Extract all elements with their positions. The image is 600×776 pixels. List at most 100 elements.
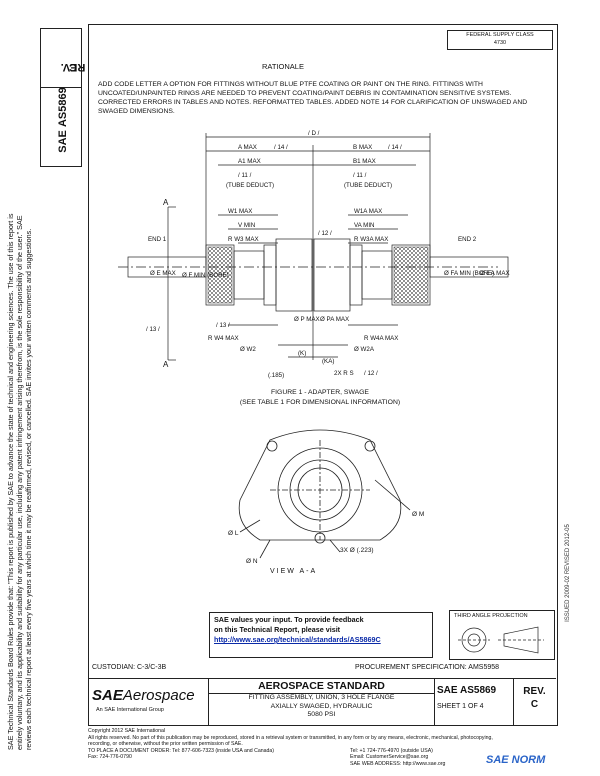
dim-b1-max: B1 MAX [353, 158, 376, 165]
dim-note-12: / 12 / [318, 230, 332, 237]
title-rev-value: C [530, 699, 539, 710]
logo-aerospace: Aerospace [122, 687, 195, 704]
end-1-label: END 1 [148, 236, 167, 243]
bolt-hole-1 [266, 440, 278, 452]
footer-contacts: Tel: +1 724-776-4970 (outside USA) Email… [350, 748, 550, 768]
feedback-line-2: on this Technical Report, please visit [214, 625, 341, 634]
dim-ea-max: Ø EA MAX [480, 270, 510, 277]
title-sae-mark: SAE [437, 685, 458, 696]
dim-r-w3-max: R W3 MAX [228, 236, 259, 243]
end-2-label: END 2 [458, 236, 477, 243]
rights-notice: All rights reserved. No part of this pub… [88, 734, 493, 741]
dim-a1-max: A1 MAX [238, 158, 261, 165]
third-angle-label: THIRD ANGLE PROJECTION [454, 613, 528, 619]
dim-note-11-right: / 11 / [353, 172, 367, 179]
flange-outline [238, 429, 402, 541]
procurement-spec: PROCUREMENT SPECIFICATION: AMS5958 [355, 664, 500, 671]
dim-2x-rs: 2X R S [334, 370, 354, 377]
title-number: AS5869 [459, 685, 497, 696]
dim-w1-max: W1 MAX [228, 208, 252, 215]
section-a-bottom: A [163, 360, 169, 369]
order-phone: TO PLACE A DOCUMENT ORDER: Tel: 877-606-… [88, 747, 274, 754]
rev-box: REV. C [40, 28, 85, 88]
rationale-body: ADD CODE LETTER A OPTION FOR FITTINGS WI… [98, 81, 528, 115]
dim-fa-min: Ø FA MIN (BORE) [444, 270, 494, 277]
dim-r-w4-max: R W4 MAX [208, 335, 239, 342]
sheet-number: SHEET 1 OF 4 [437, 703, 484, 710]
sae-prefix: SAE [57, 130, 69, 153]
tube-deduct-left: (TUBE DEDUCT) [226, 182, 274, 189]
sae-aerospace-logo: SAEAerospace [92, 687, 195, 704]
standard-description: AEROSPACE STANDARD FITTING ASSEMBLY, UNI… [208, 679, 435, 725]
logo-subtitle: An SAE International Group [96, 707, 164, 713]
logo-sae: SAE [92, 687, 123, 704]
title-rev-block: REV. C [513, 679, 556, 725]
doc-number: AS5869 [57, 87, 69, 128]
desc-line-1: FITTING ASSEMBLY, UNION, 3 HOLE FLANGE [248, 694, 395, 701]
issue-stamp-text: ISSUED 2009-02 REVISED 2012-05 [565, 524, 571, 622]
federal-supply-class: FEDERAL SUPPLY CLASS 4730 [447, 30, 553, 50]
sae-rules-text: SAE Technical Standards Board Rules prov… [6, 213, 33, 750]
dim-a-note: / 14 / [274, 144, 288, 151]
dim-3x-holes: 3X Ø (.223) [340, 547, 374, 554]
dim-r-w3a-max: R W3A MAX [354, 236, 388, 243]
dim-w1a-max: W1A MAX [354, 208, 382, 215]
dim-va-min: VA MIN [354, 222, 375, 229]
drawing-frame [88, 24, 558, 726]
copyright: Copyright 2012 SAE International [88, 728, 165, 734]
section-a-top: A [163, 198, 169, 207]
feedback-box: SAE values your input. To provide feedba… [209, 612, 433, 658]
adapter-swage-drawing: / D / A MAX / 14 / B MAX / 14 / A1 MAX B… [118, 130, 510, 379]
dim-b-max: B MAX [353, 144, 372, 151]
dim-note-12-bottom: / 12 / [364, 370, 378, 377]
desc-line-3: 5080 PSI [307, 711, 336, 718]
view-a-a-label: VIEW A-A [270, 568, 318, 575]
issue-stamp: ISSUED 2009-02 REVISED 2012-05 [558, 470, 572, 690]
dim-a-max: A MAX [238, 144, 257, 151]
title-block: SAEAerospace An SAE International Group … [88, 678, 556, 725]
dim-k: (K) [298, 350, 306, 357]
order-fax: Fax: 724-776-0790 [88, 754, 132, 760]
view-a-a-drawing: Ø L Ø M Ø N 3X Ø (.223) [228, 429, 424, 565]
footer: Copyright 2012 SAE International All rig… [88, 728, 558, 767]
figure-subcaption: (SEE TABLE 1 FOR DIMENSIONAL INFORMATION… [239, 399, 401, 406]
tel-outside-usa: Tel: +1 724-776-4970 (outside USA) [350, 747, 433, 754]
bolt-hole-2 [364, 440, 376, 452]
feedback-line-1: SAE values your input. To provide feedba… [214, 615, 364, 624]
tube-deduct-right: (TUBE DEDUCT) [344, 182, 392, 189]
dim-m: Ø M [412, 511, 424, 518]
figure-caption: FIGURE 1 - ADAPTER, SWAGE [271, 389, 369, 396]
third-angle-projection: THIRD ANGLE PROJECTION [449, 610, 555, 660]
dim-w2: Ø W2 [240, 346, 256, 353]
dim-v-min: V MIN [238, 222, 255, 229]
desc-line-2: AXIALLY SWAGED, HYDRAULIC [270, 702, 373, 710]
dim-e-max: Ø E MAX [150, 270, 176, 277]
custodian: CUSTODIAN: C-3/C-3B [92, 664, 167, 671]
dim-w2a: Ø W2A [354, 346, 375, 353]
web-address[interactable]: SAE WEB ADDRESS: http://www.sae.org [350, 760, 446, 767]
fsc-value: 4730 [493, 40, 507, 46]
sae-rules-note: SAE Technical Standards Board Rules prov… [6, 190, 78, 750]
projection-symbol [458, 626, 544, 654]
document-number-block: SAE AS5869 SHEET 1 OF 4 [433, 679, 514, 725]
rev-value: C [69, 61, 77, 73]
fsc-label: FEDERAL SUPPLY CLASS [466, 32, 534, 38]
dim-note-11-left: / 11 / [238, 172, 252, 179]
email: Email: CustomerService@sae.org [350, 754, 429, 760]
dim-pa-max: Ø PA MAX [320, 316, 349, 323]
dim-note-13-mid: / 13 / [216, 322, 230, 329]
doc-number-left-text: SAE AS5869 [57, 80, 69, 160]
dim-note-13-left: / 13 / [146, 326, 160, 333]
dim-ka: (KA) [322, 358, 334, 365]
sae-norm-watermark: SAE NORM [486, 754, 546, 766]
permission-notice: recording, or otherwise, without the pri… [88, 741, 243, 747]
figure-caption-block: FIGURE 1 - ADAPTER, SWAGE (SEE TABLE 1 F… [200, 388, 440, 408]
rationale-title: RATIONALE [262, 62, 304, 71]
dim-n: Ø N [246, 558, 258, 565]
dim-d: / D / [308, 130, 320, 137]
title-doc-number: SAE AS5869 [437, 685, 496, 696]
dim-f-min: Ø F MIN (BORE) [182, 272, 229, 279]
feedback-link[interactable]: http://www.sae.org/technical/standards/A… [214, 635, 381, 644]
dim-185: (.185) [268, 372, 284, 379]
doc-number-left: SAE AS5869 [40, 86, 82, 167]
